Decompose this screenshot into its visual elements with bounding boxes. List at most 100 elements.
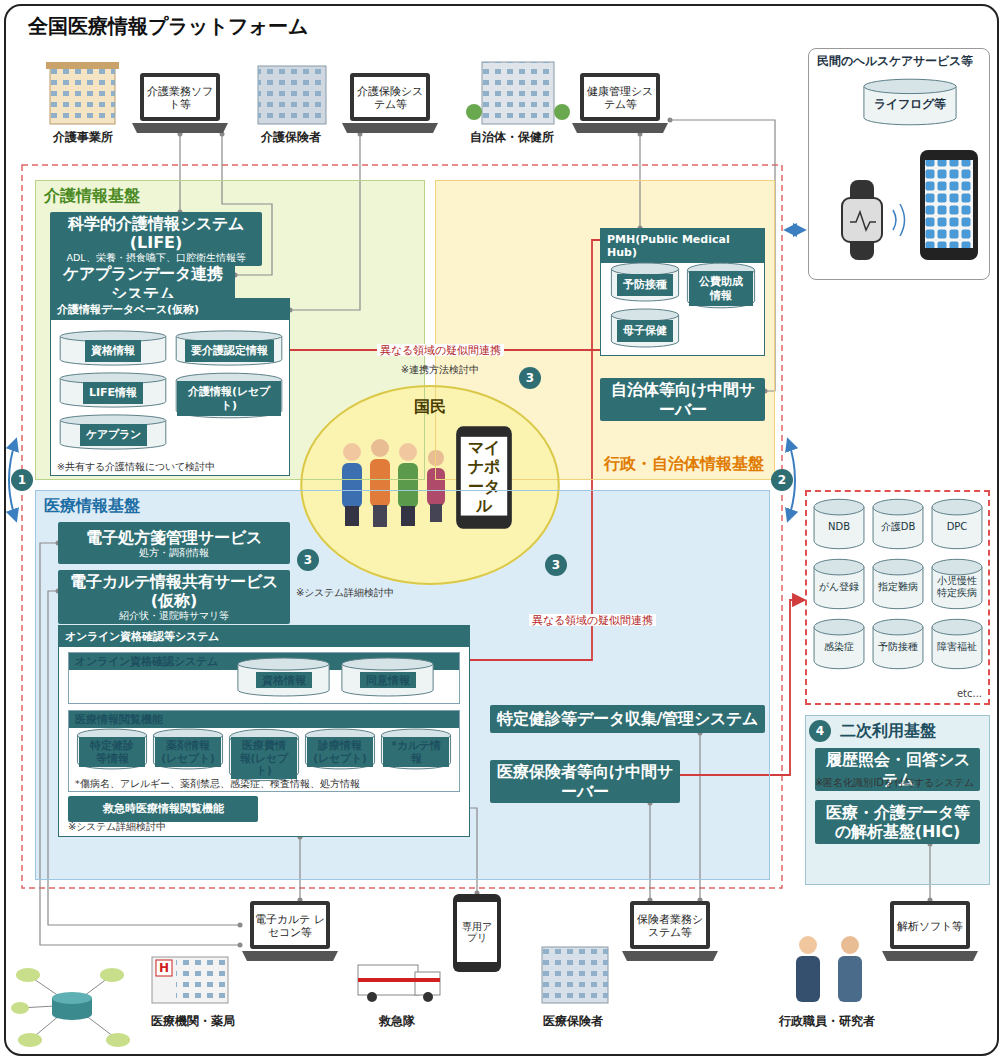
system-box: 科学的介護情報システム(LIFE)ADL、栄養・摂食嚥下、口腔衛生情報等 — [50, 212, 262, 266]
data-connector — [649, 803, 650, 900]
decor-part — [176, 380, 282, 418]
decor-part — [427, 468, 445, 506]
decor-part — [842, 198, 882, 242]
hospital-mark: H — [157, 960, 171, 976]
label-slot: H — [157, 960, 171, 976]
decor-part — [342, 463, 362, 508]
decor-part — [342, 123, 438, 133]
node-label: 医療保険者等向け中間サーバー — [495, 762, 675, 800]
decor-part — [242, 951, 338, 961]
decor-part — [305, 735, 374, 769]
system-box: 電子処方箋管理サービス処方・調剤情報 — [58, 522, 290, 564]
system-box: 救急時医療情報閲覧機能 — [68, 796, 258, 822]
wearable-watch — [842, 180, 882, 260]
database-cylinder: 公費助成情報 — [686, 262, 756, 309]
node-label: ライフログ等 — [874, 98, 946, 112]
node-label: 障害福祉 — [937, 641, 977, 653]
node-label: 医療情報基盤 — [44, 496, 761, 515]
label-slot: 介護事業所 — [38, 130, 128, 144]
decor-part — [176, 336, 282, 365]
data-connector — [929, 844, 930, 900]
node-label: 資格情報 — [85, 340, 141, 361]
database-cylinder: ケアプラン — [58, 414, 168, 450]
node-label: 科学的介護情報システム(LIFE) — [55, 214, 257, 252]
decor-part — [11, 1002, 29, 1014]
decor-part — [401, 506, 415, 526]
node-label: ケアプラン — [80, 424, 147, 445]
decor-part — [156, 960, 172, 976]
database-cylinder: 要介護認定情報 — [174, 330, 284, 366]
decor-part — [611, 309, 678, 321]
node-note: ※共有する介護情報について検討中 — [51, 461, 289, 475]
decor-part — [461, 437, 507, 516]
laptop-terminal: 解析ソフト等 — [880, 900, 980, 962]
database-cylinder: 障害福祉 — [931, 618, 983, 670]
note-text: ※システム詳細検討中 — [296, 587, 394, 599]
database-cylinder: DPC — [931, 498, 983, 550]
decor-part — [381, 735, 450, 769]
decor-part — [873, 499, 923, 515]
entity-label: 介護事業所 — [38, 130, 128, 144]
label-slot: ※システム詳細検討中 — [296, 587, 394, 599]
smartphone: マイナポータル — [455, 425, 513, 530]
database-cylinder: 指定難病 — [872, 558, 924, 610]
decor-part — [554, 104, 570, 120]
data-connector — [290, 134, 360, 310]
database-cylinder: 医療費情報(レセプト) — [228, 728, 300, 782]
decor-part — [18, 1033, 42, 1047]
node-note: 紹介状・退院時サマリ等 — [119, 610, 229, 621]
decor-part — [370, 459, 390, 507]
service-region: 民間のヘルスケアサービス等ライフログ等 — [808, 48, 990, 280]
data-connector — [179, 134, 180, 212]
node-note: 処方・調剤情報 — [139, 547, 209, 558]
decor-part — [301, 386, 558, 584]
connector-label: 異なる領域の疑似間連携 — [529, 614, 656, 627]
label-slot: 医療機関・薬局 — [135, 1014, 250, 1028]
node-label: 小児慢性特定疾病 — [934, 575, 980, 599]
wireless-arcs — [893, 204, 905, 236]
decor-part — [50, 68, 115, 124]
label-slot: ※連携方法検討中 — [401, 364, 479, 376]
decor-part — [238, 658, 329, 670]
node-label: マイナポータル — [461, 438, 507, 515]
node-label: 指定難病 — [878, 581, 918, 593]
node-label: 特定健診等情報 — [79, 737, 145, 766]
citizen-ellipse: 国民マイナポータル — [300, 385, 560, 585]
decor-part — [850, 212, 876, 230]
label-slot: 行政職員・研究者 — [762, 1014, 892, 1028]
decor-part — [873, 559, 923, 575]
decor-part — [106, 1033, 130, 1047]
laptop-terminal: 介護保険システム等 — [340, 72, 440, 134]
node-label: 母子保健 — [617, 320, 673, 341]
label-slot: 3 — [297, 549, 319, 571]
decor-part — [925, 160, 973, 248]
entity-label: 救急隊 — [352, 1014, 442, 1028]
label-slot: ※匿名化識別IDを付与するシステム — [815, 777, 974, 789]
platform-panel: 介護情報基盤科学的介護情報システム(LIFE)ADL、栄養・摂食嚥下、口腔衛生情… — [35, 180, 425, 480]
decor-part — [622, 951, 718, 961]
decor-part — [925, 160, 973, 248]
smartphone: 専用アプリ — [452, 893, 502, 973]
node-label: 国民 — [414, 397, 446, 416]
database-cylinder: 介護DB — [872, 498, 924, 550]
node-label: 予防接種 — [878, 641, 918, 653]
decor-part — [132, 123, 228, 133]
node-label: 二次利用基盤 — [840, 721, 981, 740]
decor-part — [258, 66, 326, 124]
label-slot: ※システム詳細検討中 — [68, 821, 166, 833]
decor-part — [838, 956, 862, 1002]
data-connector — [299, 837, 300, 900]
decor-part — [630, 901, 710, 949]
decor-part — [258, 66, 326, 124]
decor-part — [932, 499, 982, 515]
database-cylinder: 特定健診等情報 — [76, 728, 148, 770]
japan-map — [11, 968, 130, 1047]
system-container: オンライン資格確認等システムオンライン資格確認システム資格情報同意情報医療情報閲… — [58, 625, 470, 837]
decor-part — [358, 978, 440, 982]
decor-part — [864, 79, 956, 93]
entity-label: 医療保険者 — [528, 1014, 618, 1028]
node-label: 介護情報(レセプト) — [177, 381, 281, 415]
system-box: 電子カルテ情報共有サービス(仮称)紹介状・退院時サマリ等 — [58, 570, 290, 624]
system-box: 特定健診等データ収集/管理システム — [490, 705, 765, 733]
decor-part — [77, 735, 146, 769]
